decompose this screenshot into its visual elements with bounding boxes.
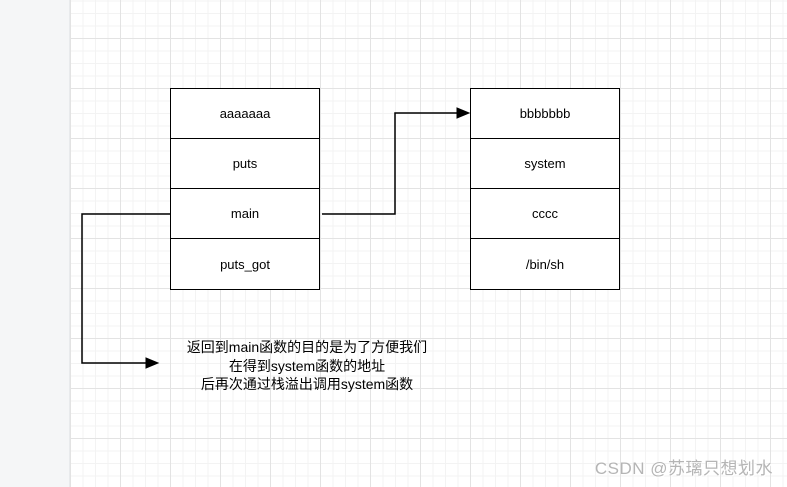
connector-main-to-annotation-arrow[interactable]	[81, 213, 170, 369]
annotation-text[interactable]: 返回到main函数的目的是为了方便我们 在得到system函数的地址 后再次通过…	[157, 338, 457, 394]
right-stack-table[interactable]: bbbbbbb system cccc /bin/sh	[470, 88, 620, 290]
csdn-watermark: CSDN @苏璃只想划水	[594, 459, 773, 478]
canvas-left-gutter	[0, 0, 70, 487]
connectors-layer	[81, 107, 471, 369]
right-table-cell-system[interactable]: system	[471, 139, 619, 189]
left-table-cell-aaaaaaa[interactable]: aaaaaaa	[171, 89, 319, 139]
connector-main-to-bbbbbbb-arrow[interactable]	[322, 107, 471, 215]
left-stack-table[interactable]: aaaaaaa puts main puts_got	[170, 88, 320, 290]
left-table-cell-puts-got[interactable]: puts_got	[171, 239, 319, 289]
annotation-line-2: 在得到system函数的地址	[228, 357, 386, 374]
right-table-cell-bbbbbbb[interactable]: bbbbbbb	[471, 89, 619, 139]
left-table-cell-main[interactable]: main	[171, 189, 319, 239]
right-table-cell-cccc[interactable]: cccc	[471, 189, 619, 239]
left-table-cell-puts[interactable]: puts	[171, 139, 319, 189]
grid-canvas: aaaaaaa puts main puts_got bbbbbbb syste…	[70, 0, 787, 487]
annotation-line-3: 后再次通过栈溢出调用system函数	[200, 376, 414, 392]
annotation-line-1: 返回到main函数的目的是为了方便我们	[186, 339, 428, 355]
right-table-cell-bin-sh[interactable]: /bin/sh	[471, 239, 619, 289]
